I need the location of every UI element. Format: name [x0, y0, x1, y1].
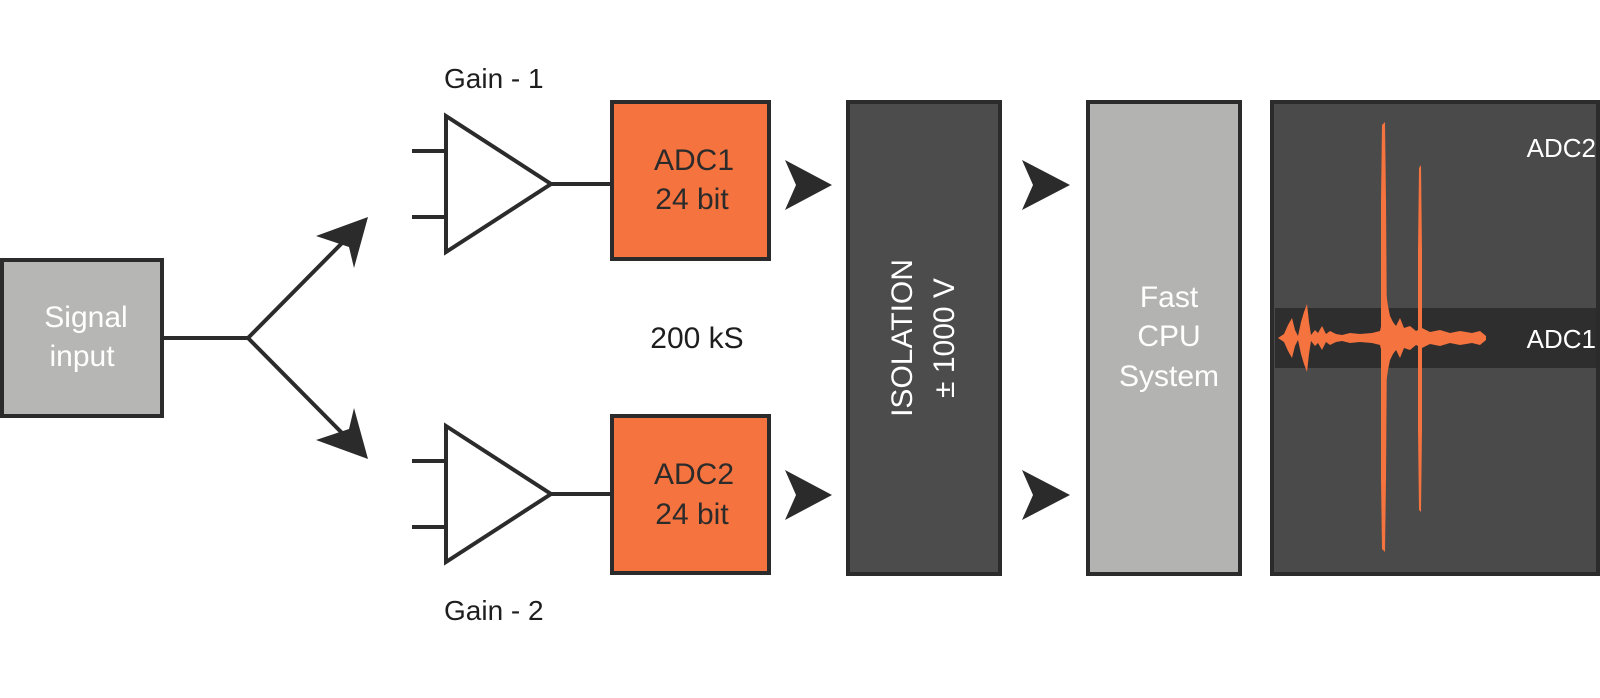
gain1-label: Gain - 1: [444, 63, 544, 94]
display-adc2-label: ADC2: [1527, 133, 1596, 163]
arrow-up-icon: [316, 217, 368, 268]
adc2-block: [610, 414, 771, 575]
adc2-spike: [1381, 122, 1387, 552]
signal-input-label-line1: Signal: [44, 301, 127, 334]
isolation-label-line1: ISOLATION: [886, 259, 919, 417]
signal-input-block: [0, 258, 164, 418]
amplifier-2-icon: [412, 422, 612, 566]
arrow-down-icon: [316, 408, 368, 459]
isolation-label-line2: ± 1000 V: [928, 278, 961, 398]
arrow-right-icon: [785, 160, 832, 210]
arrow-right-icon: [1022, 160, 1070, 210]
adc1-label-line1: ADC1: [654, 144, 734, 177]
adc1-block: [610, 100, 771, 261]
gain2-label: Gain - 2: [444, 595, 544, 626]
isolation-block: [846, 100, 1002, 576]
arrow-right-icon: [785, 470, 832, 520]
signal-input-label-line2: input: [49, 340, 115, 373]
adc2-label-line2: 24 bit: [655, 498, 729, 531]
amplifier-1-icon: [412, 112, 612, 256]
display-adc1-label: ADC1: [1527, 324, 1596, 354]
cpu-block: [1086, 100, 1242, 576]
cpu-label-line1: Fast: [1140, 281, 1199, 314]
cpu-label-line3: System: [1119, 360, 1219, 393]
sample-rate-label: 200 kS: [650, 322, 743, 355]
signal-splitter: [162, 238, 347, 438]
adc2-spike: [1418, 165, 1422, 512]
adc1-label-line2: 24 bit: [655, 183, 729, 216]
cpu-label-line2: CPU: [1137, 320, 1200, 353]
adc2-label-line1: ADC2: [654, 458, 734, 491]
arrow-right-icon: [1022, 470, 1070, 520]
